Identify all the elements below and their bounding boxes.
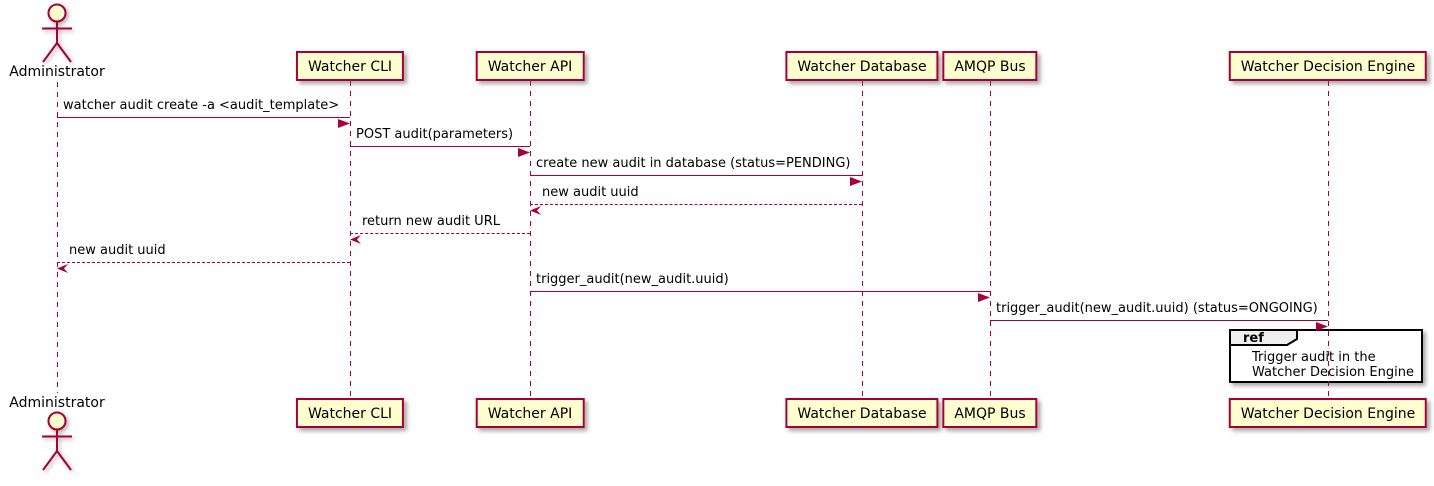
- message-line: [530, 175, 862, 176]
- arrowhead-icon: [530, 200, 541, 219]
- arrowhead-icon: [57, 258, 68, 277]
- message-1: watcher audit create -a <audit_template>: [57, 98, 350, 128]
- participant-label: AMQP Bus: [954, 59, 1026, 75]
- arrowhead-icon: [350, 229, 361, 248]
- message-label: create new audit in database (status=PEN…: [536, 156, 851, 171]
- participant-watcher-api-bottom: Watcher API: [475, 398, 585, 428]
- participant-label: Watcher Decision Engine: [1240, 406, 1416, 422]
- participant-label: Watcher Database: [797, 406, 927, 422]
- participant-label: AMQP Bus: [954, 406, 1026, 422]
- participant-amqp-bus-top: AMQP Bus: [942, 51, 1038, 81]
- message-label: new audit uuid: [69, 243, 166, 258]
- message-line: [530, 204, 862, 205]
- participant-watcher-database-bottom: Watcher Database: [785, 398, 939, 428]
- message-2: POST audit(parameters): [350, 127, 530, 157]
- participant-label: Watcher CLI: [307, 406, 393, 422]
- participant-label: Watcher CLI: [307, 59, 393, 75]
- lifeline-watcher-api: [530, 81, 531, 398]
- arrowhead-icon: [850, 171, 862, 190]
- participant-amqp-bus-bottom: AMQP Bus: [942, 398, 1038, 428]
- message-label: new audit uuid: [542, 185, 639, 200]
- ref-fragment: ref Trigger audit in the Watcher Decisio…: [1229, 329, 1423, 383]
- participant-watcher-database-top: Watcher Database: [785, 51, 939, 81]
- message-3: create new audit in database (status=PEN…: [530, 156, 862, 186]
- arrowhead-icon: [518, 142, 530, 161]
- message-line: [530, 291, 990, 292]
- ref-keyword: ref: [1243, 331, 1264, 346]
- lifeline-watcher-database: [862, 81, 863, 398]
- ref-pentagon: [1229, 329, 1298, 346]
- ref-text-line: Watcher Decision Engine: [1252, 365, 1414, 380]
- ref-text-line: Trigger audit in the: [1252, 350, 1376, 365]
- message-5: return new audit URL: [350, 214, 530, 244]
- message-8: trigger_audit(new_audit.uuid) (status=ON…: [990, 301, 1328, 331]
- actor-label-administrator-top: Administrator: [9, 64, 105, 80]
- actor-icon: [35, 3, 79, 69]
- message-6: new audit uuid: [57, 243, 350, 273]
- participant-watcher-decision-engine-top: Watcher Decision Engine: [1228, 51, 1428, 81]
- participant-watcher-cli-bottom: Watcher CLI: [295, 398, 405, 428]
- participant-label: Watcher Database: [797, 59, 927, 75]
- message-line: [57, 117, 350, 118]
- message-7: trigger_audit(new_audit.uuid): [530, 272, 990, 302]
- message-label: trigger_audit(new_audit.uuid): [536, 272, 729, 287]
- actor-label-administrator-bottom: Administrator: [9, 395, 105, 411]
- participant-watcher-api-top: Watcher API: [475, 51, 585, 81]
- participant-label: Watcher API: [487, 406, 573, 422]
- arrowhead-icon: [978, 287, 990, 306]
- message-label: watcher audit create -a <audit_template>: [63, 98, 340, 113]
- participant-watcher-decision-engine-bottom: Watcher Decision Engine: [1228, 398, 1428, 428]
- message-label: trigger_audit(new_audit.uuid) (status=ON…: [996, 301, 1318, 316]
- lifeline-amqp-bus: [990, 81, 991, 398]
- message-line: [350, 233, 530, 234]
- lifeline-administrator: [57, 82, 58, 393]
- message-line: [990, 320, 1328, 321]
- participant-label: Watcher API: [487, 59, 573, 75]
- participant-watcher-cli-top: Watcher CLI: [295, 51, 405, 81]
- message-4: new audit uuid: [530, 185, 862, 215]
- message-label: return new audit URL: [362, 214, 500, 229]
- message-line: [350, 146, 530, 147]
- participant-label: Watcher Decision Engine: [1240, 59, 1416, 75]
- arrowhead-icon: [1316, 316, 1328, 335]
- arrowhead-icon: [338, 113, 350, 132]
- actor-icon: [35, 411, 79, 477]
- message-label: POST audit(parameters): [356, 127, 514, 142]
- message-line: [57, 262, 350, 263]
- lifeline-watcher-decision-engine: [1328, 81, 1329, 398]
